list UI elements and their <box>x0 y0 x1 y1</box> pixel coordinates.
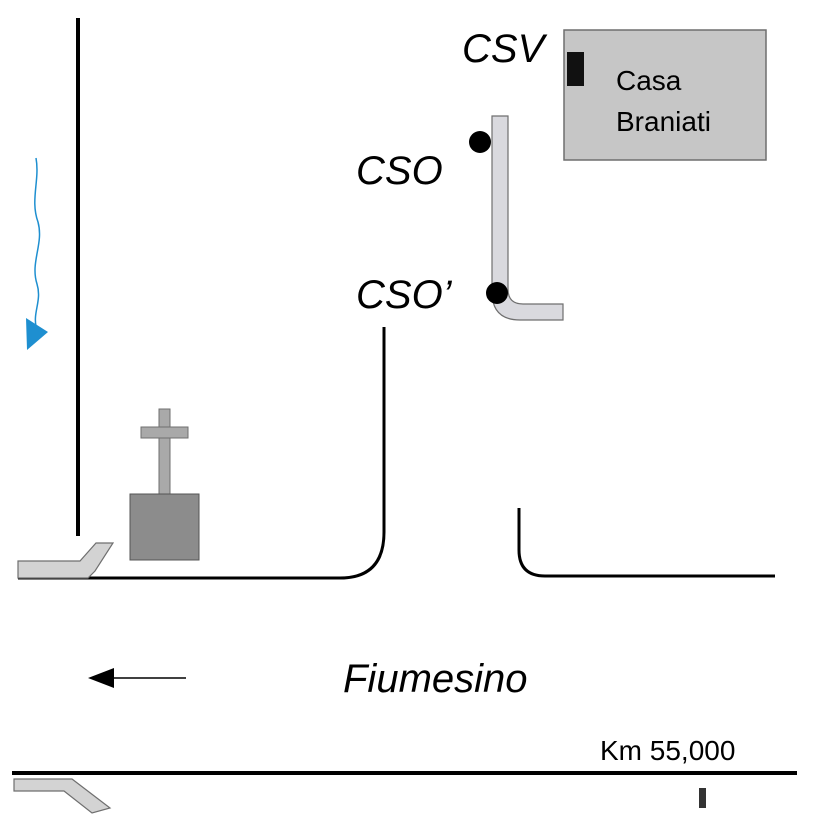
label-cso: CSO <box>356 149 443 193</box>
cso-point <box>469 131 491 153</box>
road-left-curb <box>18 327 386 580</box>
culvert-upper <box>17 542 115 579</box>
culvert-lower <box>13 778 112 814</box>
km-marker-tick <box>699 788 706 808</box>
cross-vertical <box>158 408 171 498</box>
csv-outlet-marker <box>567 52 584 86</box>
casa-braniati-building <box>563 29 767 161</box>
river-label: Fiumesino <box>343 657 528 701</box>
label-csv: CSV <box>462 27 548 71</box>
flow-direction-arrow <box>34 157 41 327</box>
road-right-curb <box>517 508 775 578</box>
river-flow-arrowhead <box>88 668 114 688</box>
flow-arrow-head <box>26 318 48 350</box>
label-cso-prime: CSO’ <box>356 273 453 317</box>
house-label-line2: Braniati <box>616 106 711 137</box>
km-marker-label: Km 55,000 <box>600 735 735 766</box>
tomb-block <box>129 493 200 561</box>
house-label-line1: Casa <box>616 65 682 96</box>
cross-horizontal <box>140 426 189 439</box>
cso-prime-point <box>486 282 508 304</box>
